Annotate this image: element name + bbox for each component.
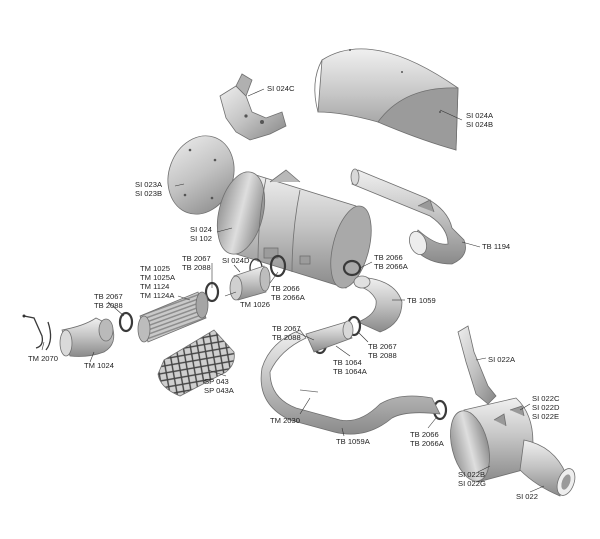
elbow-pipe-tm1024 [59, 317, 115, 357]
label-si024a: SI 024A [466, 111, 494, 120]
label-si022d: SI 022D [532, 403, 560, 412]
label-si024d: SI 024D [222, 256, 250, 265]
label-si102: SI 102 [190, 234, 212, 243]
label-si024c: SI 024C [267, 84, 295, 93]
label-si023a: SI 023A [135, 180, 163, 189]
label-sp043: SP 043 [204, 377, 229, 386]
tailpipe-upper [350, 168, 466, 265]
short-pipe-tm1026 [229, 265, 271, 301]
label-tb1059: TB 1059 [407, 296, 436, 305]
label-tb2066a-right: TB 2066A [374, 262, 409, 271]
label-tb2067-left: TB 2067 [94, 292, 123, 301]
label-tb2067-top: TB 2067 [182, 254, 211, 263]
label-sp043a: SP 043A [204, 386, 235, 395]
label-si024: SI 024 [190, 225, 212, 234]
label-si022a: SI 022A [488, 355, 516, 364]
connecting-pipe-tb1059 [353, 275, 403, 333]
label-tb2066-center: TB 2066 [271, 284, 300, 293]
label-tb1194: TB 1194 [482, 242, 510, 251]
label-tb1064a: TB 1064A [333, 367, 368, 376]
label-tb2088-mid: TB 2088 [272, 333, 301, 342]
leader-lines [41, 88, 545, 493]
label-tm1124a: TM 1124A [140, 291, 175, 300]
label-si024b: SI 024B [466, 120, 493, 129]
rear-silencer [450, 397, 576, 497]
label-si022b: SI 022B [458, 470, 485, 479]
main-muffler [216, 169, 372, 289]
label-tm2030: TM 2030 [270, 416, 300, 425]
label-tm1025: TM 1025 [140, 264, 170, 273]
label-tb2066-right: TB 2066 [374, 253, 403, 262]
heat-wrap-sp043 [157, 329, 235, 397]
clamp-tb2066-upper [269, 254, 287, 278]
label-tm1025a: TM 1025A [140, 273, 176, 282]
label-tm1124: TM 1124 [140, 282, 169, 291]
label-tm1026: TM 1026 [240, 300, 270, 309]
middle-pipe [260, 320, 441, 435]
part-labels: SI 024C SI 024A SI 024B SI 023A SI 023B … [28, 84, 560, 501]
label-tm1024: TM 1024 [84, 361, 114, 370]
label-si022c: SI 022C [532, 394, 560, 403]
ubolt-clamp-tm2070 [22, 314, 52, 351]
label-tb1059a: TB 1059A [336, 437, 371, 446]
label-si023b: SI 023B [135, 189, 162, 198]
label-si022g: SI 022G [458, 479, 486, 488]
flex-hose [137, 291, 209, 343]
label-tb1064: TB 1064 [333, 358, 362, 367]
label-tb2088-midright: TB 2088 [368, 351, 397, 360]
heat-shield [314, 48, 459, 151]
label-tb2066a-bottom: TB 2066A [410, 439, 445, 448]
rear-bracket [457, 325, 497, 405]
clamp-tb2067-left [118, 311, 134, 333]
label-tb2067-mid: TB 2067 [272, 324, 301, 333]
label-tb2088-top: TB 2088 [182, 263, 211, 272]
label-tm2070: TM 2070 [28, 354, 58, 363]
label-tb2088-left: TB 2088 [94, 301, 123, 310]
label-si022: SI 022 [516, 492, 538, 501]
label-tb2066a-center: TB 2066A [271, 293, 306, 302]
mounting-bracket [219, 73, 287, 141]
label-tb2066-bottom: TB 2066 [410, 430, 439, 439]
label-tb2067-midright: TB 2067 [368, 342, 397, 351]
label-si022e: SI 022E [532, 412, 559, 421]
